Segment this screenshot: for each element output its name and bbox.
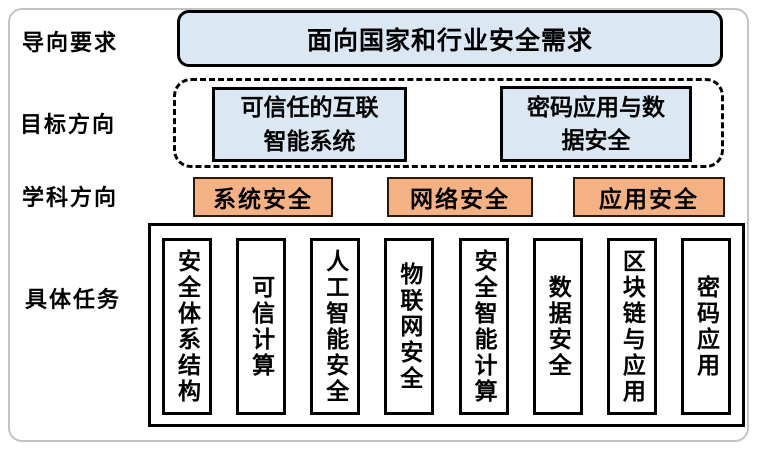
discipline-box-system-security: 系统安全	[193, 177, 333, 217]
tasks-container: 安全体系结构 可信计算 人工智能安全 物联网安全 安全智能计算 数据安全 区块链…	[148, 223, 745, 427]
target-box-trusted-intelligent-systems: 可信任的互联 智能系统	[212, 87, 407, 162]
guiding-requirement-box: 面向国家和行业安全需求	[177, 10, 723, 67]
task-box-data-security: 数据安全	[532, 238, 583, 415]
target-box-crypto-data-security: 密码应用与数 据安全	[500, 86, 692, 162]
row-label-tasks: 具体任务	[25, 287, 122, 312]
row-label-target: 目标方向	[20, 112, 117, 137]
task-box-security-architecture: 安全体系结构	[162, 238, 212, 415]
task-box-cryptography-application: 密码应用	[680, 238, 731, 415]
task-box-blockchain-application: 区块链与应用	[606, 238, 657, 415]
task-box-ai-security: 人工智能安全	[310, 238, 361, 415]
target-direction-dashed-container	[173, 78, 724, 168]
task-box-trusted-computing: 可信计算	[236, 238, 287, 415]
task-box-secure-intelligent-computing: 安全智能计算	[458, 238, 509, 415]
row-label-guiding: 导向要求	[22, 30, 119, 55]
row-label-discipline: 学科方向	[22, 185, 119, 210]
task-box-iot-security: 物联网安全	[384, 238, 435, 415]
discipline-box-application-security: 应用安全	[573, 177, 725, 217]
discipline-box-network-security: 网络安全	[387, 177, 533, 217]
